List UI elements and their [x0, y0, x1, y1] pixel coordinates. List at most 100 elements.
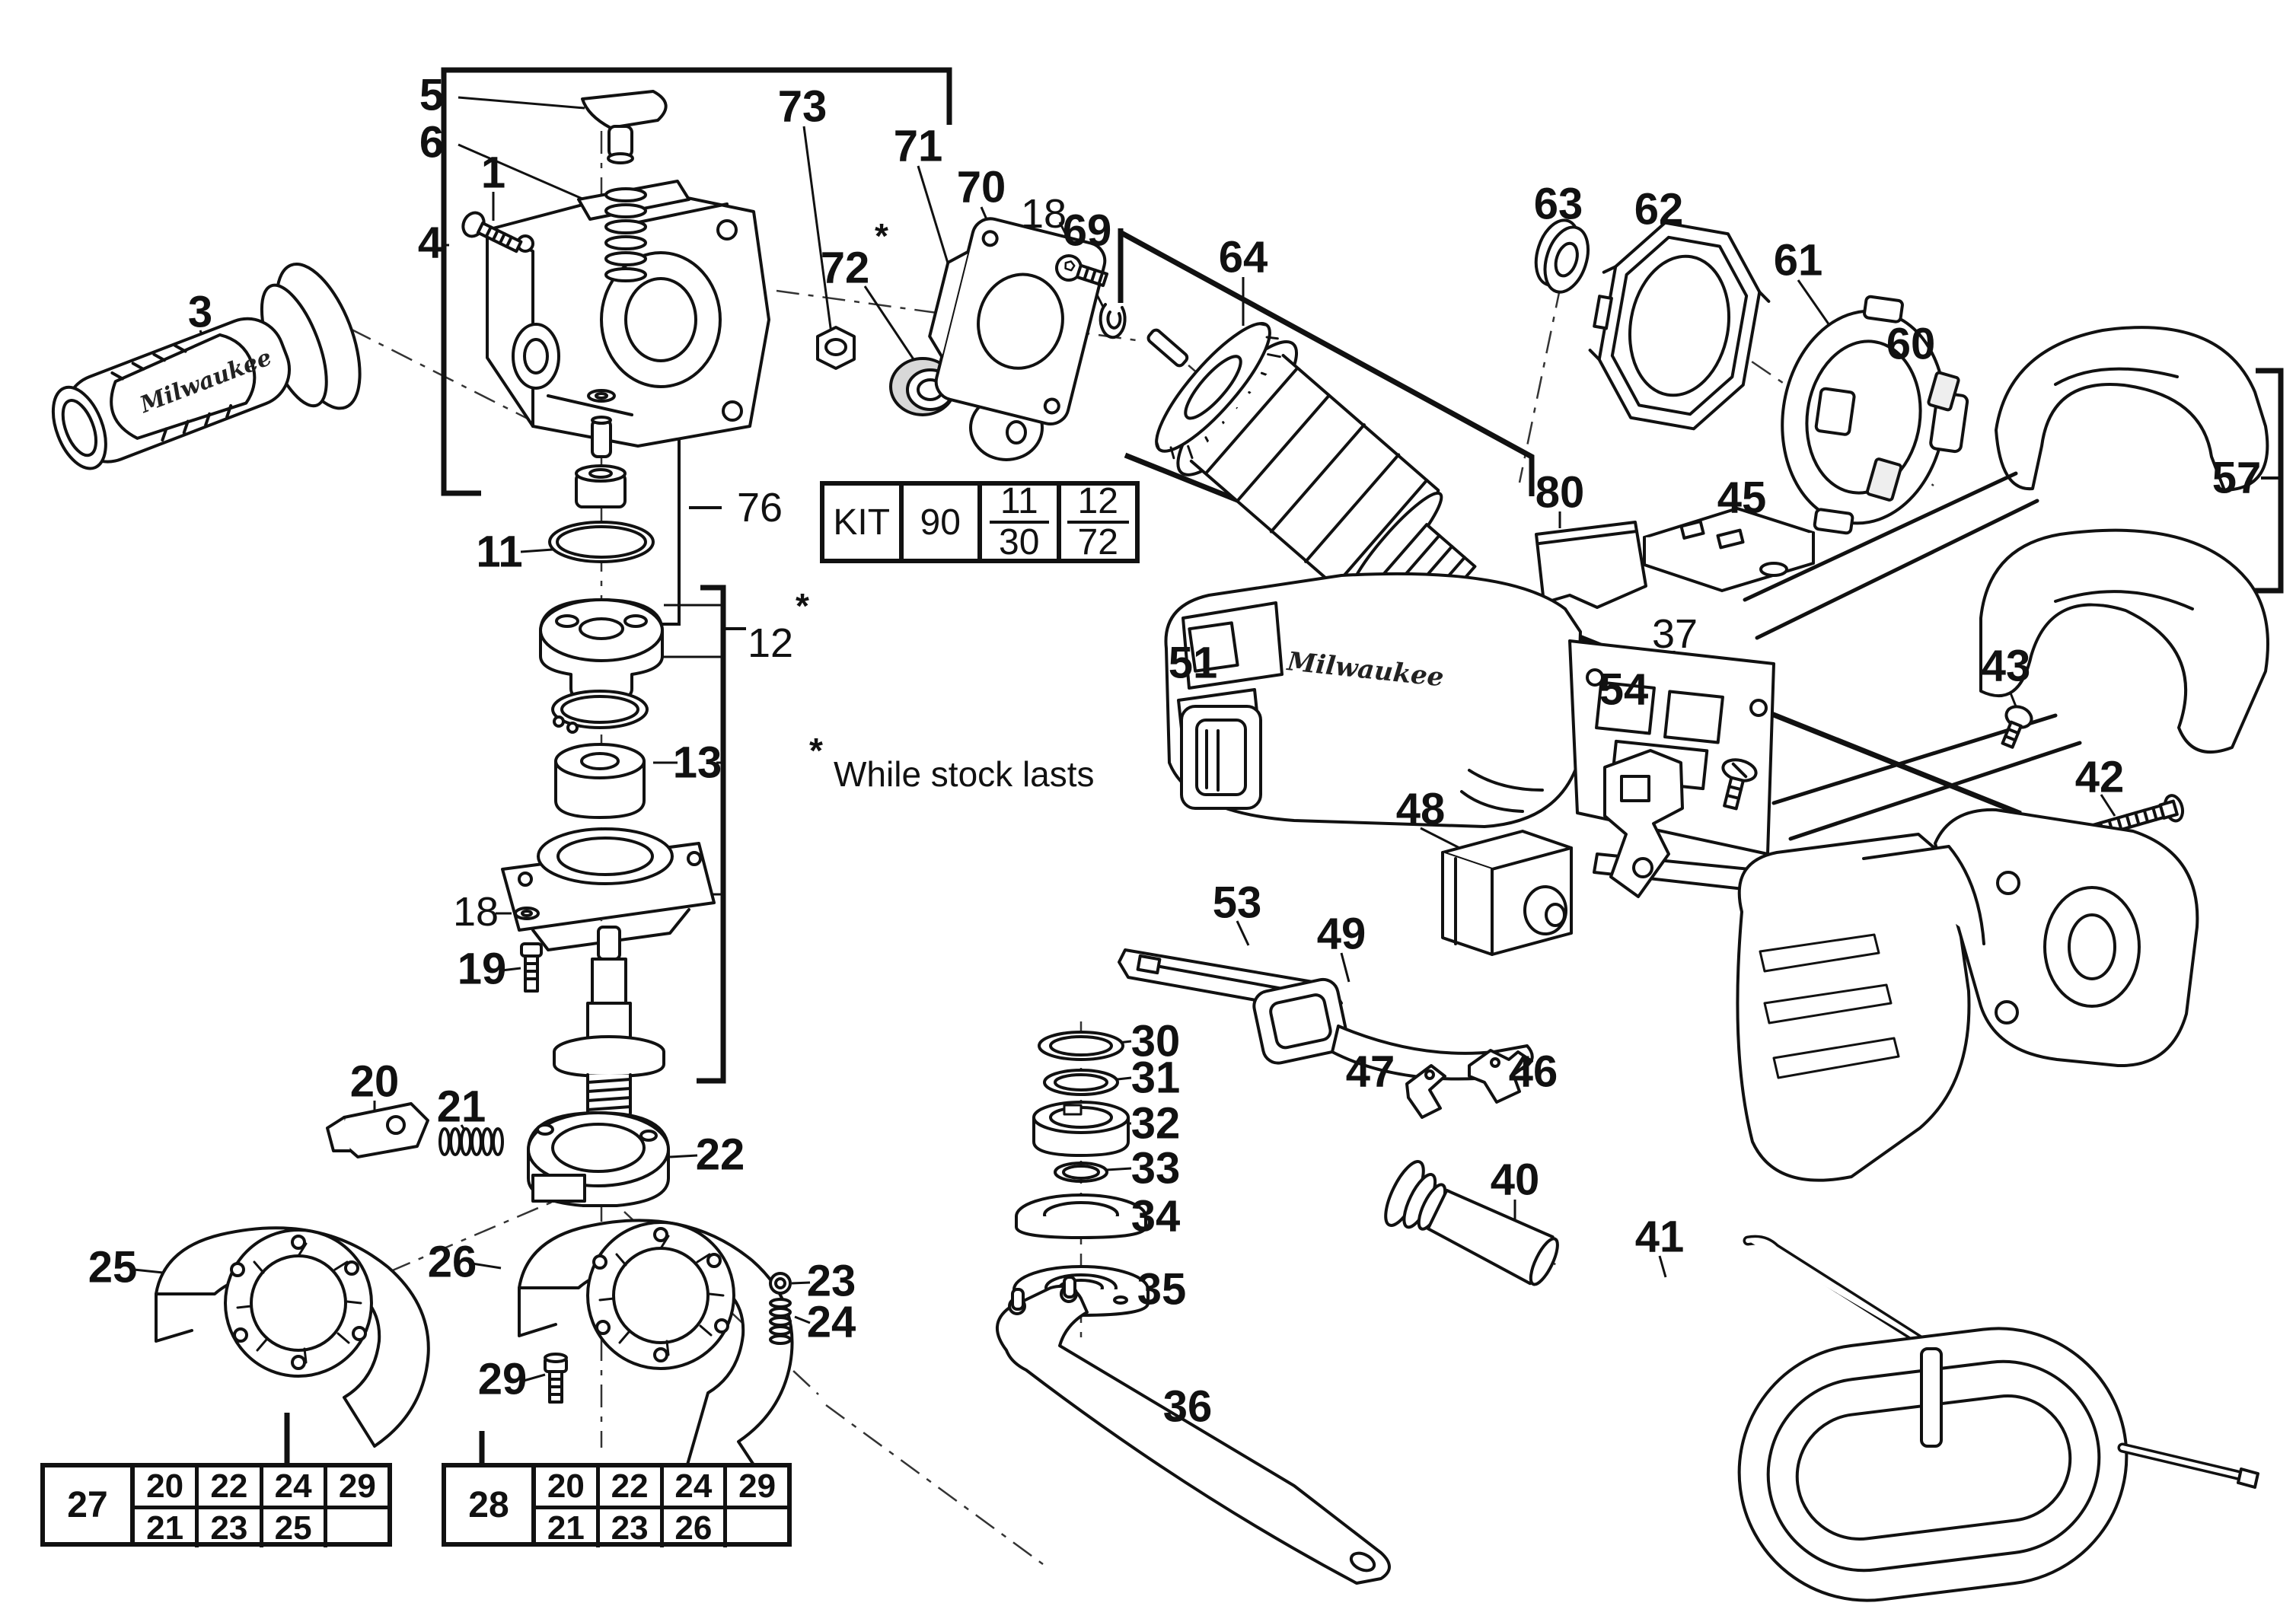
- stock-note-text: While stock lasts: [834, 754, 1095, 794]
- part-drawing-switch-48: [1441, 830, 1573, 956]
- part-drawing-screw-19: [520, 942, 543, 993]
- part-label-26: 26: [428, 1238, 477, 1287]
- part-drawing-washer-8: [587, 389, 616, 403]
- part-drawing-washer-31: [1043, 1069, 1119, 1096]
- kit-table-label: KIT: [833, 502, 891, 543]
- part-drawing-washer-18a: [1099, 303, 1127, 339]
- part-label-20: 20: [350, 1057, 400, 1107]
- part-drawing-oring-23: [769, 1272, 792, 1295]
- part-label-72-asterisk: *: [875, 216, 888, 256]
- part-label-64: 64: [1219, 233, 1268, 282]
- part-drawing-bracket-54: [1603, 749, 1758, 898]
- table-cell: 20: [146, 1467, 184, 1505]
- stock-note: * While stock lasts: [809, 731, 1095, 794]
- part-drawing-cord-41: [1737, 1235, 2259, 1602]
- part-label-19: 19: [458, 945, 507, 994]
- part-drawing-sheet-80: [1535, 521, 1647, 609]
- part-drawing-terminal-47: [1405, 1064, 1446, 1119]
- kit-table-code: 90: [898, 486, 978, 559]
- part-label-21: 21: [437, 1082, 486, 1132]
- part-drawing-screw-29: [544, 1353, 568, 1404]
- table-cell: 24: [259, 1467, 324, 1506]
- table-cell: 24: [659, 1467, 724, 1506]
- part-drawing-spindle-housing: [501, 827, 716, 951]
- part-drawing-oring-11: [548, 521, 655, 563]
- part-drawing-cap-51: [1180, 705, 1262, 810]
- part-label-45: 45: [1717, 473, 1767, 523]
- part-label-25: 25: [88, 1243, 138, 1292]
- kit-fraction-2-top: 12: [1067, 482, 1129, 524]
- part-drawing-nut-73: [816, 326, 856, 370]
- part-drawing-spring-21: [438, 1127, 504, 1156]
- part-labels: 5 6 1 4 3 73 71 70 18 69 72 * 64 63 62 6…: [88, 71, 2262, 1432]
- table-cell: 29: [323, 1467, 387, 1506]
- part-drawing-terminal-46: [1468, 1049, 1533, 1104]
- table-cell: 21: [547, 1509, 585, 1547]
- kit-table-fraction-2: 12 72: [1056, 482, 1136, 562]
- part-label-42: 42: [2075, 753, 2125, 802]
- part-label-72: 72: [821, 244, 870, 293]
- part-drawing-bearing-63: [1534, 218, 1590, 294]
- part-label-22: 22: [696, 1130, 745, 1180]
- part-label-53: 53: [1213, 878, 1262, 928]
- part-drawing-side-handle: Milwaukee: [51, 263, 362, 470]
- table-cell: 23: [195, 1509, 259, 1547]
- part-label-5: 5: [419, 71, 444, 120]
- part-drawing-screw-43: [2001, 705, 2033, 749]
- part-drawing-screw-1: [461, 211, 523, 253]
- part-label-51: 51: [1169, 639, 1218, 688]
- part-label-70: 70: [957, 163, 1006, 212]
- part-label-49: 49: [1317, 910, 1366, 959]
- part-drawing-ring-33: [1054, 1162, 1108, 1183]
- part-drawing-wrench-36: [995, 1276, 1391, 1585]
- part-label-60: 60: [1886, 320, 1936, 369]
- part-drawing-handle-shells: [1736, 808, 2199, 1182]
- part-label-24: 24: [807, 1298, 856, 1347]
- part-drawing-collar-22: [527, 1111, 670, 1207]
- part-drawing-flange-34: [1015, 1193, 1147, 1239]
- ref-table-27: 27 20 22 24 29 21 23 25: [40, 1463, 392, 1547]
- part-label-18a: 18: [1021, 191, 1067, 237]
- kit-table: KIT 90 11 30 12 72: [820, 481, 1140, 563]
- part-label-48: 48: [1396, 785, 1446, 834]
- ref-table-27-header: 27: [45, 1467, 135, 1542]
- part-label-6: 6: [419, 118, 444, 167]
- kit-fraction-1-bottom: 30: [999, 522, 1040, 562]
- part-drawing-insulators-60: [1865, 371, 1960, 502]
- part-label-34: 34: [1131, 1192, 1181, 1241]
- part-label-40: 40: [1491, 1155, 1540, 1205]
- part-label-76: 76: [737, 485, 783, 531]
- part-label-32: 32: [1131, 1099, 1181, 1149]
- table-cell: 25: [259, 1509, 324, 1547]
- part-label-12-asterisk: *: [796, 586, 809, 626]
- part-drawing-pin-9: [591, 416, 612, 458]
- part-label-23: 23: [807, 1257, 856, 1306]
- table-cell: 29: [723, 1467, 787, 1506]
- part-label-46: 46: [1509, 1047, 1558, 1097]
- part-label-12: 12: [748, 620, 793, 666]
- part-label-47: 47: [1346, 1047, 1395, 1097]
- part-label-18b: 18: [453, 889, 499, 935]
- part-label-62: 62: [1634, 185, 1684, 234]
- part-label-31: 31: [1131, 1053, 1181, 1103]
- table-cell: 23: [595, 1509, 660, 1547]
- part-drawing-field-57: [1743, 326, 2269, 841]
- part-label-71: 71: [894, 122, 943, 171]
- part-drawing-bushing-top: [575, 464, 627, 508]
- table-cell: 21: [146, 1509, 184, 1547]
- table-cell: [723, 1509, 787, 1547]
- part-drawing-spring-6: [604, 187, 647, 282]
- part-drawing-gear-12: [539, 598, 664, 703]
- table-cell: [323, 1509, 387, 1547]
- part-label-3: 3: [188, 288, 212, 337]
- kit-fraction-1-top: 11: [989, 482, 1049, 524]
- kit-fraction-2-bottom: 72: [1077, 522, 1118, 562]
- part-drawing-cord-protector-40: [1384, 1160, 1559, 1286]
- stock-note-marker: *: [809, 731, 823, 770]
- part-drawing-lever-20: [326, 1102, 429, 1158]
- part-drawing-ring-61: [1781, 295, 1969, 535]
- part-drawing-cup-32: [1032, 1101, 1130, 1157]
- table-cell: 20: [547, 1467, 585, 1505]
